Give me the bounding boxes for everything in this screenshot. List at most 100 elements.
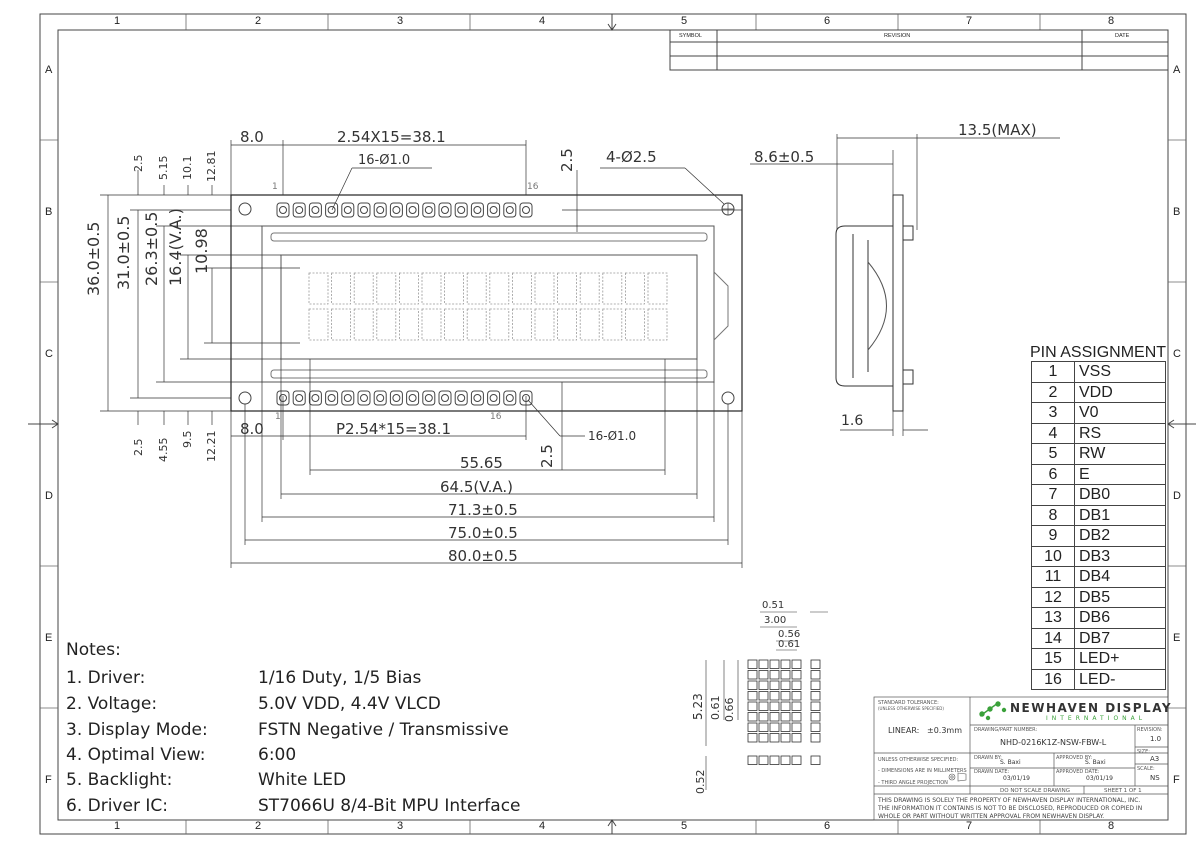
pin-hole: [505, 394, 514, 402]
dot: [769, 691, 780, 701]
dot: [747, 659, 758, 669]
dot: [791, 733, 802, 743]
dim-55-65: 55.65: [460, 454, 503, 472]
dim-bottom-2-5-right: 2.5: [538, 444, 556, 468]
pin-hole: [360, 206, 368, 214]
cursor-dot: [810, 755, 821, 765]
pin-hole: [424, 394, 433, 402]
pin-number: 1: [1031, 361, 1075, 383]
revision-label: REVISION:: [1137, 727, 1163, 733]
dim-bottom-12-21: 12.21: [205, 430, 218, 463]
dot: [769, 722, 780, 732]
dot: [780, 659, 791, 669]
dot: [747, 701, 758, 711]
do-not-scale: DO NOT SCALE DRAWING: [1000, 788, 1070, 794]
char-cell: [647, 308, 668, 341]
dot: [747, 670, 758, 680]
scale-label: SCALE:: [1137, 766, 1155, 772]
pin-number: 3: [1031, 402, 1075, 424]
dim-75: 75.0±0.5: [448, 524, 518, 542]
pin-pad: [503, 202, 517, 218]
drawn-by: S. Baxi: [1000, 759, 1021, 766]
char-cell: [625, 308, 645, 341]
dot: [747, 712, 758, 722]
dim-detail-0-66: 0.66: [723, 697, 736, 723]
pin-number: 9: [1031, 525, 1075, 547]
lcd-module-outline: [230, 194, 743, 412]
disclaimer-line-1: THIS DRAWING IS SOLELY THE PROPERTY OF N…: [878, 797, 1141, 804]
dot: [780, 712, 791, 722]
dot: [810, 680, 821, 690]
dot: [780, 701, 791, 711]
approved-by: S. Baxi: [1085, 759, 1106, 766]
char-cell: [353, 272, 374, 305]
pin-signal: RS: [1074, 422, 1166, 444]
bottom-pin-row: [276, 390, 533, 406]
pin-signal: DB7: [1074, 627, 1166, 649]
center-arrow-right: [1167, 419, 1196, 429]
notes-title: Notes:: [66, 640, 121, 660]
pin-pad: [373, 390, 387, 406]
dot: [791, 670, 802, 680]
char-cell: [489, 272, 510, 305]
dim-detail-5-23: 5.23: [691, 693, 705, 720]
dot: [769, 733, 780, 743]
drawn-by-label: DRAWN BY:: [974, 755, 1002, 761]
dot: [791, 680, 802, 690]
pin-number: 5: [1031, 443, 1075, 465]
pin-hole: [489, 206, 498, 214]
dim-64-5-va: 64.5(V.A.): [440, 478, 513, 496]
pin-signal: LED+: [1074, 648, 1166, 670]
pin-signal: DB5: [1074, 586, 1166, 608]
char-cell: [466, 272, 487, 305]
pin-number: 16: [1031, 668, 1075, 690]
dim-bottom-pitch: P2.54*15=38.1: [336, 420, 451, 438]
pin-pad: [389, 202, 403, 218]
cursor-dot: [780, 755, 791, 765]
rev-symbol-label: SYMBOL: [679, 33, 702, 39]
side-view: [750, 134, 1060, 436]
pin-pad: [276, 202, 290, 218]
pin-pad: [438, 390, 452, 406]
dot: [791, 691, 802, 701]
dim-side-depth: 8.6±0.5: [754, 148, 815, 166]
cursor-dot: [747, 755, 758, 765]
pin-signal: RW: [1074, 443, 1166, 465]
dot: [810, 691, 821, 701]
character-cells: [308, 272, 668, 341]
note-key: 6. Driver IC:: [66, 796, 168, 816]
dim-80: 80.0±0.5: [448, 547, 518, 565]
pin-pad: [357, 202, 371, 218]
note-value: 1/16 Duty, 1/5 Bias: [258, 668, 422, 688]
char-cell: [512, 272, 532, 305]
pin-assignment-title: PIN ASSIGNMENT: [1030, 344, 1167, 361]
dot: [747, 680, 758, 690]
projection-note: - THIRD ANGLE PROJECTION: [878, 780, 948, 786]
dot: [758, 691, 769, 701]
mount-hole-bl: [238, 391, 252, 405]
disclaimer-line-2: THE INFORMATION IT CONTAINS IS NOT TO BE…: [878, 805, 1143, 812]
dot: [758, 680, 769, 690]
note-value: White LED: [258, 770, 347, 790]
pin16-top-label: 16: [527, 182, 539, 192]
char-cell: [444, 308, 465, 341]
dot: [791, 659, 802, 669]
dim-detail-0-61: 0.61: [778, 639, 801, 650]
pin-hole: [311, 394, 320, 402]
pin-hole: [522, 206, 530, 214]
pin-signal: DB4: [1074, 566, 1166, 588]
dot: [758, 712, 769, 722]
note-key: 4. Optimal View:: [66, 745, 206, 765]
char-cell: [398, 308, 419, 341]
approved-date: 03/01/19: [1086, 775, 1113, 782]
